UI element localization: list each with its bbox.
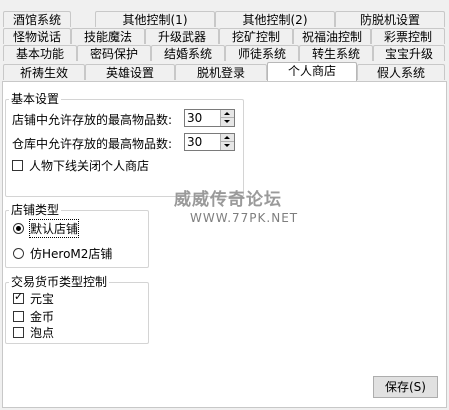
- watermark-title: 威威传奇论坛: [174, 190, 282, 210]
- tab-personal-shop[interactable]: 个人商店: [267, 62, 357, 81]
- tab-prayer-effect[interactable]: 祈祷生效: [3, 64, 85, 80]
- herom2-shop-radio[interactable]: [13, 248, 24, 259]
- storage-stepper-up-button[interactable]: [221, 134, 234, 142]
- arrow-up-icon: [224, 112, 230, 115]
- tab-upgrade-weapon[interactable]: 升级武器: [145, 28, 219, 44]
- storage-stepper-down-button[interactable]: [221, 142, 234, 150]
- shop-stepper-up-button[interactable]: [221, 110, 234, 118]
- radio-dot-icon: [16, 226, 21, 231]
- tab-skill-magic[interactable]: 技能魔法: [71, 28, 145, 44]
- tab-row-3: 基本功能 密码保护 结婚系统 师徒系统 转生系统 宝宝升级: [0, 45, 449, 62]
- shop-max-items-label: 店铺中允许存放的最高物品数:: [12, 113, 173, 127]
- storage-max-items-value: 30: [187, 135, 203, 149]
- arrow-down-icon: [224, 144, 230, 147]
- default-shop-label: 默认店铺: [28, 219, 80, 238]
- tab-anti-offline[interactable]: 防脱机设置: [335, 11, 445, 27]
- tab-other-control-2[interactable]: 其他控制(2): [215, 11, 335, 27]
- arrow-up-icon: [224, 136, 230, 139]
- currency-yuanbao-checkbox[interactable]: ✓: [13, 290, 24, 304]
- tab-basic-function[interactable]: 基本功能: [3, 45, 77, 61]
- close-shop-on-logout-checkbox[interactable]: [12, 160, 23, 171]
- currency-points-checkbox[interactable]: [13, 327, 24, 338]
- tab-rebirth-system[interactable]: 转生系统: [299, 45, 373, 61]
- basic-settings-group: 基本设置: [5, 93, 244, 197]
- tab-blessing-oil[interactable]: 祝福油控制: [293, 28, 371, 44]
- basic-settings-title: 基本设置: [11, 92, 60, 106]
- tab-tavern-system[interactable]: 酒馆系统: [3, 11, 71, 27]
- tab-marriage-system[interactable]: 结婚系统: [151, 45, 225, 61]
- default-shop-radio[interactable]: [13, 223, 24, 234]
- shop-type-group: 店铺类型: [5, 204, 149, 268]
- currency-yuanbao-label: 元宝: [30, 292, 55, 306]
- tab-offline-login[interactable]: 脱机登录: [175, 64, 267, 80]
- tab-password-protect[interactable]: 密码保护: [77, 45, 151, 61]
- tab-lottery-control[interactable]: 彩票控制: [371, 28, 445, 44]
- tab-row-4: 祈祷生效 英雄设置 脱机登录 个人商店 假人系统: [0, 62, 449, 81]
- tab-monster-talk[interactable]: 怪物说话: [3, 28, 71, 44]
- shop-stepper-down-button[interactable]: [221, 118, 234, 126]
- tab-other-control-1[interactable]: 其他控制(1): [95, 11, 215, 27]
- storage-max-items-stepper[interactable]: 30: [184, 133, 235, 151]
- tab-pet-upgrade[interactable]: 宝宝升级: [373, 45, 445, 61]
- arrow-down-icon: [224, 120, 230, 123]
- close-shop-on-logout-label: 人物下线关闭个人商店: [29, 159, 150, 173]
- shop-type-title: 店铺类型: [11, 203, 60, 217]
- tab-row-2: 怪物说话 技能魔法 升级武器 挖矿控制 祝福油控制 彩票控制: [0, 28, 449, 45]
- tab-bot-system[interactable]: 假人系统: [357, 64, 445, 80]
- tab-mining-control[interactable]: 挖矿控制: [219, 28, 293, 44]
- currency-gold-label: 金币: [30, 310, 55, 324]
- tab-row-1: 酒馆系统 其他控制(1) 其他控制(2) 防脱机设置: [0, 11, 449, 28]
- save-button[interactable]: 保存(S): [373, 376, 438, 398]
- tab-mentor-system[interactable]: 师徒系统: [225, 45, 299, 61]
- currency-gold-checkbox[interactable]: [13, 311, 24, 322]
- currency-control-group: 交易货币类型控制: [5, 276, 149, 344]
- currency-points-label: 泡点: [30, 326, 55, 340]
- shop-max-items-value: 30: [187, 111, 203, 125]
- shop-max-items-stepper[interactable]: 30: [184, 109, 235, 127]
- watermark-url: WWW.77PK.NET: [190, 211, 299, 225]
- checkmark-icon: ✓: [14, 290, 24, 303]
- storage-max-items-label: 仓库中允许存放的最高物品数:: [12, 137, 173, 151]
- tab-hero-settings[interactable]: 英雄设置: [85, 64, 175, 80]
- currency-control-title: 交易货币类型控制: [11, 275, 108, 289]
- herom2-shop-label: 仿HeroM2店铺: [30, 247, 113, 261]
